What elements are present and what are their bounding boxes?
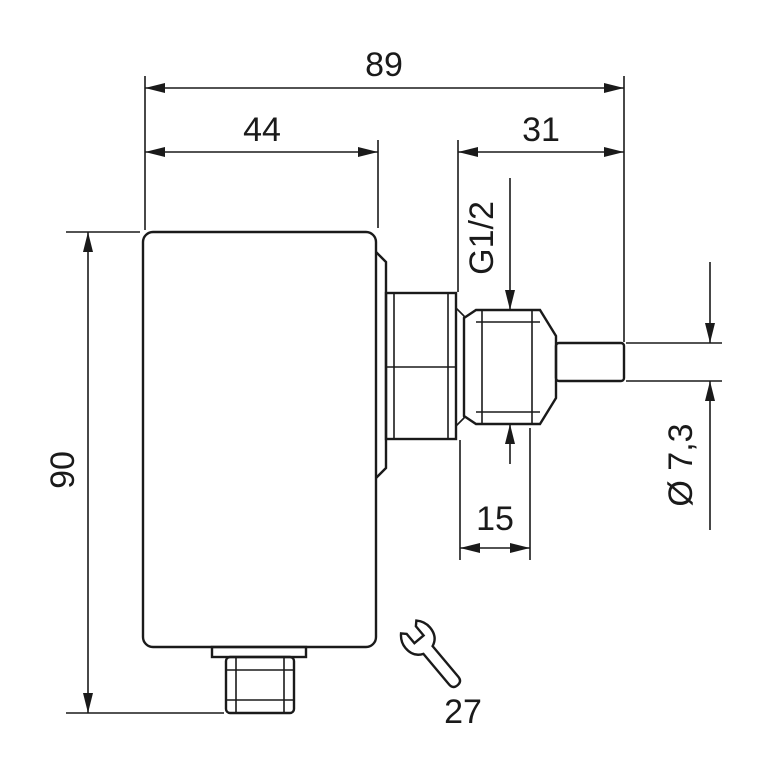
wrench-icon	[399, 619, 462, 689]
label-probe-diameter: Ø 7,3	[662, 423, 700, 506]
label-height: 90	[44, 451, 82, 489]
label-thread: G1/2	[463, 201, 501, 275]
label-wrench-size: 27	[444, 693, 482, 731]
dimension-body-width	[145, 140, 379, 228]
cable-gland	[210, 645, 308, 715]
thread-connector	[462, 308, 558, 426]
label-body-width: 44	[243, 111, 281, 149]
label-thread-length: 15	[476, 500, 514, 538]
dimension-thread	[505, 178, 515, 464]
dimension-thread-length	[459, 428, 531, 560]
dimension-probe-length	[457, 140, 624, 292]
dimension-height	[66, 231, 224, 714]
dimension-probe-diameter	[626, 262, 722, 530]
label-probe-length: 31	[522, 111, 560, 149]
probe-tip	[554, 341, 626, 383]
dimension-overall-length	[144, 76, 625, 342]
sensor-housing	[141, 230, 388, 649]
hex-nut	[384, 291, 465, 441]
label-overall-length: 89	[365, 46, 403, 84]
